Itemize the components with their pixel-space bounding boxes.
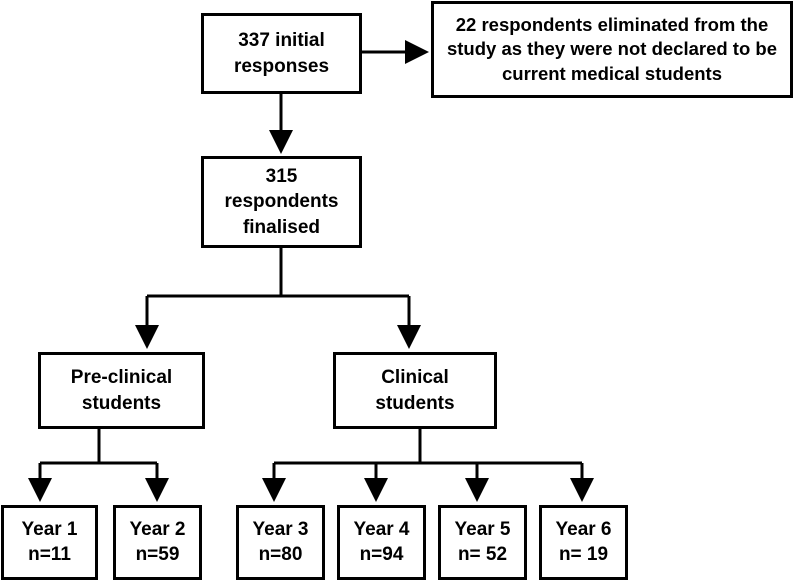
year-5-box: Year 5 n= 52 (438, 505, 527, 580)
year-3-box: Year 3 n=80 (236, 505, 325, 580)
finalised-respondents-label: 315 respondents finalised (224, 166, 339, 238)
year-1-box: Year 1 n=11 (1, 505, 98, 580)
year-4-box: Year 4 n=94 (337, 505, 426, 580)
finalised-respondents-box: 315 respondents finalised (201, 156, 362, 248)
initial-responses-box: 337 initial responses (201, 13, 362, 94)
year-1-label: Year 1 n=11 (21, 518, 78, 565)
eliminated-respondents-label: 22 respondents eliminated from the study… (446, 13, 777, 84)
initial-responses-label: 337 initial responses (233, 30, 330, 77)
preclinical-students-label: Pre-clinical students (70, 367, 173, 414)
clinical-students-box: Clinical students (333, 352, 497, 429)
year-6-label: Year 6 n= 19 (555, 518, 612, 565)
year-2-label: Year 2 n=59 (129, 518, 186, 565)
preclinical-students-box: Pre-clinical students (38, 352, 205, 429)
clinical-students-label: Clinical students (375, 367, 455, 414)
year-3-label: Year 3 n=80 (252, 518, 309, 565)
year-4-label: Year 4 n=94 (353, 518, 410, 565)
eliminated-respondents-box: 22 respondents eliminated from the study… (431, 1, 793, 98)
year-6-box: Year 6 n= 19 (539, 505, 628, 580)
year-2-box: Year 2 n=59 (113, 505, 202, 580)
year-5-label: Year 5 n= 52 (454, 518, 511, 565)
